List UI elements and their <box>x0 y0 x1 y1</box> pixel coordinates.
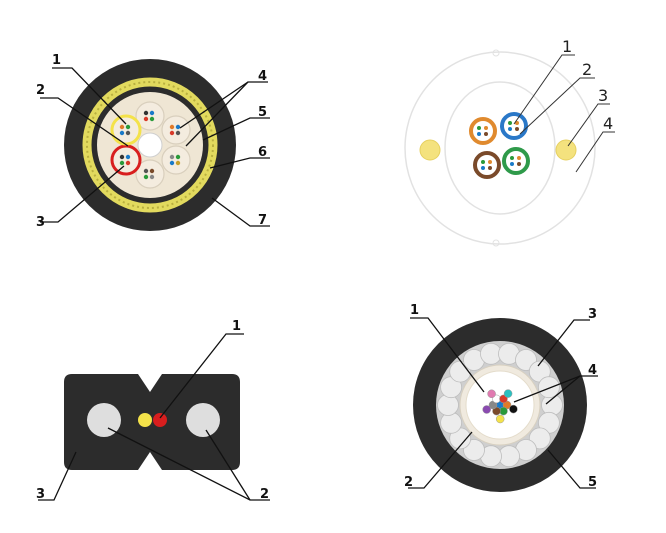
loose-tube <box>161 145 191 175</box>
cable-diagram-c: 1 2 3 <box>36 319 270 502</box>
strength-yarn-ring <box>437 342 563 468</box>
callout-label: 1 <box>562 37 572 56</box>
loose-tube <box>135 159 165 189</box>
fiber-yellow <box>138 413 152 427</box>
strength-member-right <box>555 139 577 161</box>
strength-yarn <box>437 394 459 416</box>
strength-member-right <box>186 403 220 437</box>
tube-green <box>502 147 530 175</box>
tube-brown <box>473 151 501 179</box>
loose-tube <box>161 115 191 145</box>
strength-yarn <box>440 411 463 434</box>
drop-cable-jacket <box>64 374 240 470</box>
inner-sheath <box>444 81 556 215</box>
central-strength-member <box>137 132 163 158</box>
fiber-bundle <box>482 389 518 424</box>
strength-member-left <box>419 139 441 161</box>
tube-orange <box>469 117 497 145</box>
cable-diagram-a: 1 2 3 4 5 6 7 <box>36 53 270 231</box>
optical-fiber <box>487 389 496 399</box>
optical-fiber <box>495 414 505 424</box>
callout-label: 3 <box>36 487 45 502</box>
callout-label: 3 <box>598 86 608 105</box>
armor-layer-texture <box>86 81 214 209</box>
callout-label: 1 <box>52 53 61 68</box>
callout-label: 2 <box>404 475 413 490</box>
callout-label: 7 <box>258 213 267 228</box>
loose-tube-highlighted-yellow <box>110 114 142 146</box>
callout-label: 5 <box>258 105 267 120</box>
optical-fiber <box>509 404 518 414</box>
callout-label: 1 <box>410 303 419 318</box>
loose-tube <box>135 101 165 131</box>
optical-fiber <box>482 405 491 414</box>
loose-tube-highlighted-red <box>110 144 142 176</box>
callout-label: 1 <box>232 319 241 334</box>
callout-label: 2 <box>36 83 45 98</box>
callout-label: 5 <box>588 475 597 490</box>
callout-label: 2 <box>582 60 592 79</box>
strength-yarn <box>538 376 560 399</box>
callout-label: 3 <box>588 307 597 322</box>
callout-label: 4 <box>258 69 267 84</box>
tube-blue <box>500 112 528 140</box>
cable-diagram-b: 1 2 3 4 <box>404 37 615 247</box>
callout-label: 6 <box>258 145 267 160</box>
callout-label: 4 <box>588 363 597 378</box>
callout-label: 2 <box>260 487 269 502</box>
callout-label: 4 <box>603 114 613 133</box>
callout-label: 3 <box>36 215 45 230</box>
strength-member-left <box>87 403 121 437</box>
strength-yarn <box>541 394 563 416</box>
optical-fiber <box>503 389 513 398</box>
cable-diagram-d: 1 2 3 4 5 <box>404 303 598 492</box>
fiber-red <box>153 413 167 427</box>
